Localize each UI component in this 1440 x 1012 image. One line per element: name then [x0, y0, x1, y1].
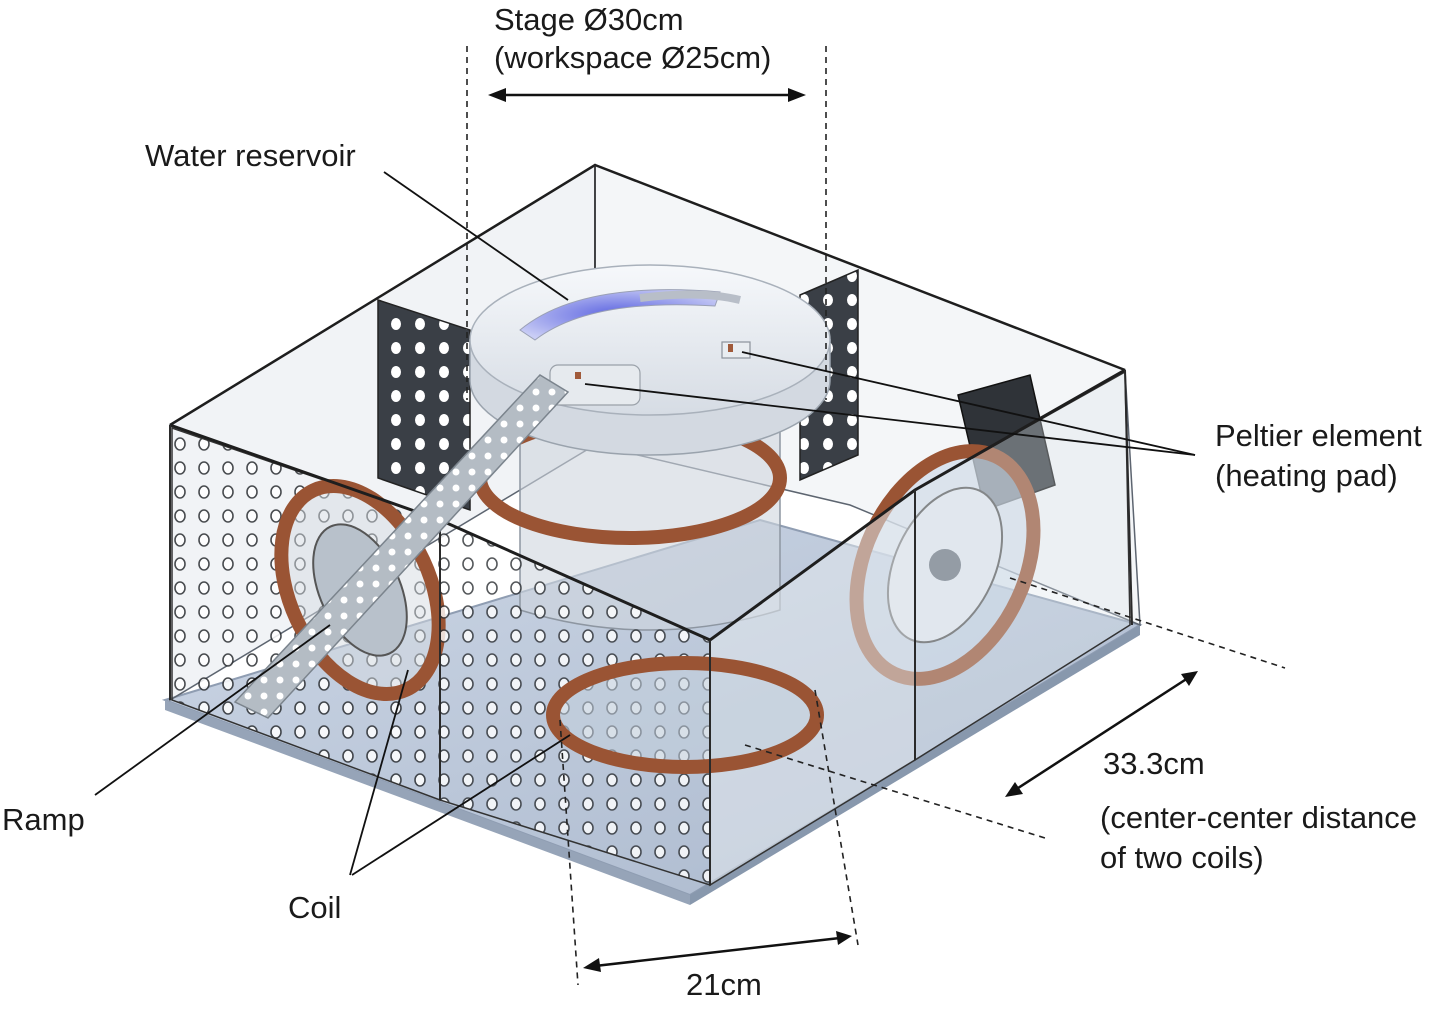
- center-dashed-upper: [1009, 577, 1286, 669]
- leader-peltier-1: [741, 351, 1196, 456]
- ramp-label: Ramp: [2, 802, 85, 837]
- leader-peltier-2: [584, 383, 1196, 456]
- stage-label-line2: (workspace Ø25cm): [494, 40, 772, 75]
- dimension-21-label: 21cm: [686, 967, 762, 1002]
- dimension-21-arrow: [594, 936, 841, 968]
- peltier-label-line2: (heating pad): [1215, 458, 1398, 493]
- leader-water-reservoir: [383, 171, 569, 301]
- peltier-label-line1: Peltier element: [1215, 418, 1422, 453]
- left-dark-panel: [377, 298, 471, 512]
- center-distance-line1: (center-center distance: [1100, 800, 1418, 835]
- center-dashed-lower: [744, 744, 1046, 839]
- dimension-333-arrow: [1014, 676, 1189, 792]
- base-plate-edge: [165, 700, 690, 905]
- leader-coil-2: [351, 734, 571, 876]
- coil-label: Coil: [288, 890, 342, 925]
- ramp: [233, 374, 570, 719]
- center-distance-line2: of two coils): [1100, 840, 1264, 875]
- water-reservoir-label: Water reservoir: [145, 138, 356, 173]
- leader-coil-1: [349, 669, 409, 876]
- leader-ramp: [94, 624, 331, 796]
- coil-dashed-left: [559, 719, 579, 986]
- dimension-333-label: 33.3cm: [1103, 746, 1205, 781]
- peltier-pad-right: [721, 341, 751, 359]
- bottom-coil: [546, 656, 824, 774]
- stage-label-line1: Stage Ø30cm: [494, 2, 684, 37]
